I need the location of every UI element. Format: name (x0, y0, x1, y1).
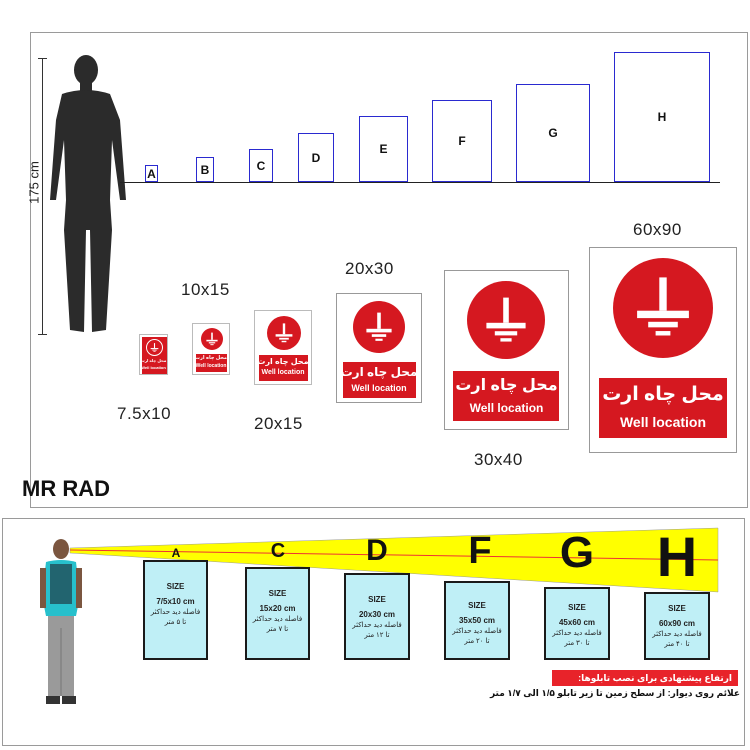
letter-c: C (270, 540, 286, 562)
size-card-h: SIZE 60x90 cm فاصله دید حداکثر تا ۴۰ متر (644, 592, 710, 660)
earth-ground-icon (206, 332, 218, 346)
scale-box-d: D (298, 133, 334, 182)
sign-en-text: Well location (141, 365, 166, 370)
scale-box-c: C (249, 149, 273, 182)
human-silhouette-icon (50, 55, 126, 332)
size-card-d: SIZE 20x30 cm فاصله دید حداکثر تا ۱۲ متر (344, 573, 410, 660)
sign-30x40: محل چاه ارت Well location (444, 270, 569, 430)
size-label-30x40: 30x40 (474, 450, 523, 469)
sign-en-text: Well location (195, 363, 227, 369)
size-card-a: SIZE 7/5x10 cm فاصله دید حداکثر تا ۵ متر (143, 560, 208, 660)
scale-box-f: F (432, 100, 492, 182)
size-label-60x90: 60x90 (633, 220, 682, 239)
scale-box-h: H (614, 52, 710, 182)
sign-fa-text: محل چاه ارت (340, 365, 418, 379)
size-label-7-5x10: 7.5x10 (117, 404, 172, 423)
size-card-c: SIZE 15x20 cm فاصله دید حداکثر تا ۷ متر (245, 567, 310, 660)
sign-7-5x10: محل چاه ارت Well location (139, 334, 168, 375)
sign-en-text: Well location (351, 383, 407, 393)
earth-ground-icon (637, 277, 689, 336)
install-height-text: علائم روی دیوار: از سطح زمین تا زیر تابل… (489, 688, 740, 698)
install-height-title: ارتفاع پیشنهادی برای نصب تابلوها: (552, 670, 738, 686)
person-figure (40, 539, 82, 704)
scale-box-a: A (145, 165, 158, 182)
letter-h: H (656, 525, 698, 588)
earth-ground-icon (486, 297, 526, 342)
sign-fa-text: محل چاه ارت (140, 358, 167, 363)
sign-fa-text: محل چاه ارت (195, 355, 227, 361)
scale-box-g: G (516, 84, 590, 182)
sign-fa-text: محل چاه ارت (257, 357, 309, 366)
size-card-f: SIZE 35x50 cm فاصله دید حداکثر تا ۲۰ متر (444, 581, 510, 660)
sign-fa-text: محل چاه ارت (455, 377, 558, 394)
sign-en-text: Well location (469, 401, 544, 415)
height-tick-bottom (38, 334, 47, 335)
letter-g: G (559, 528, 595, 577)
height-tick-top (38, 58, 47, 59)
sign-fa-text: محل چاه ارت (602, 384, 724, 405)
sign-20x30: محل چاه ارت Well location (336, 293, 422, 403)
sign-20x15: محل چاه ارت Well location (254, 310, 312, 385)
scale-box-b: B (196, 157, 214, 182)
size-label-20x30: 20x30 (345, 259, 394, 278)
size-label-20x15: 20x15 (254, 414, 303, 433)
size-card-g: SIZE 45x60 cm فاصله دید حداکثر تا ۳۰ متر (544, 587, 610, 660)
earth-ground-icon (366, 312, 392, 341)
letter-d: D (366, 534, 388, 567)
size-label-10x15: 10x15 (181, 280, 230, 299)
scale-baseline (120, 182, 720, 183)
sign-60x90: محل چاه ارت Well location (589, 247, 737, 453)
sign-en-text: Well location (261, 369, 305, 376)
scale-box-e: E (359, 116, 408, 182)
sign-10x15: محل چاه ارت Well location (192, 323, 230, 375)
earth-ground-icon (275, 323, 293, 343)
height-line (42, 58, 43, 334)
brand-logo: MR RAD (22, 476, 110, 501)
earth-ground-icon (150, 343, 159, 352)
sign-en-text: Well location (619, 414, 707, 430)
letter-f: F (468, 530, 492, 572)
letter-a: A (171, 546, 181, 560)
